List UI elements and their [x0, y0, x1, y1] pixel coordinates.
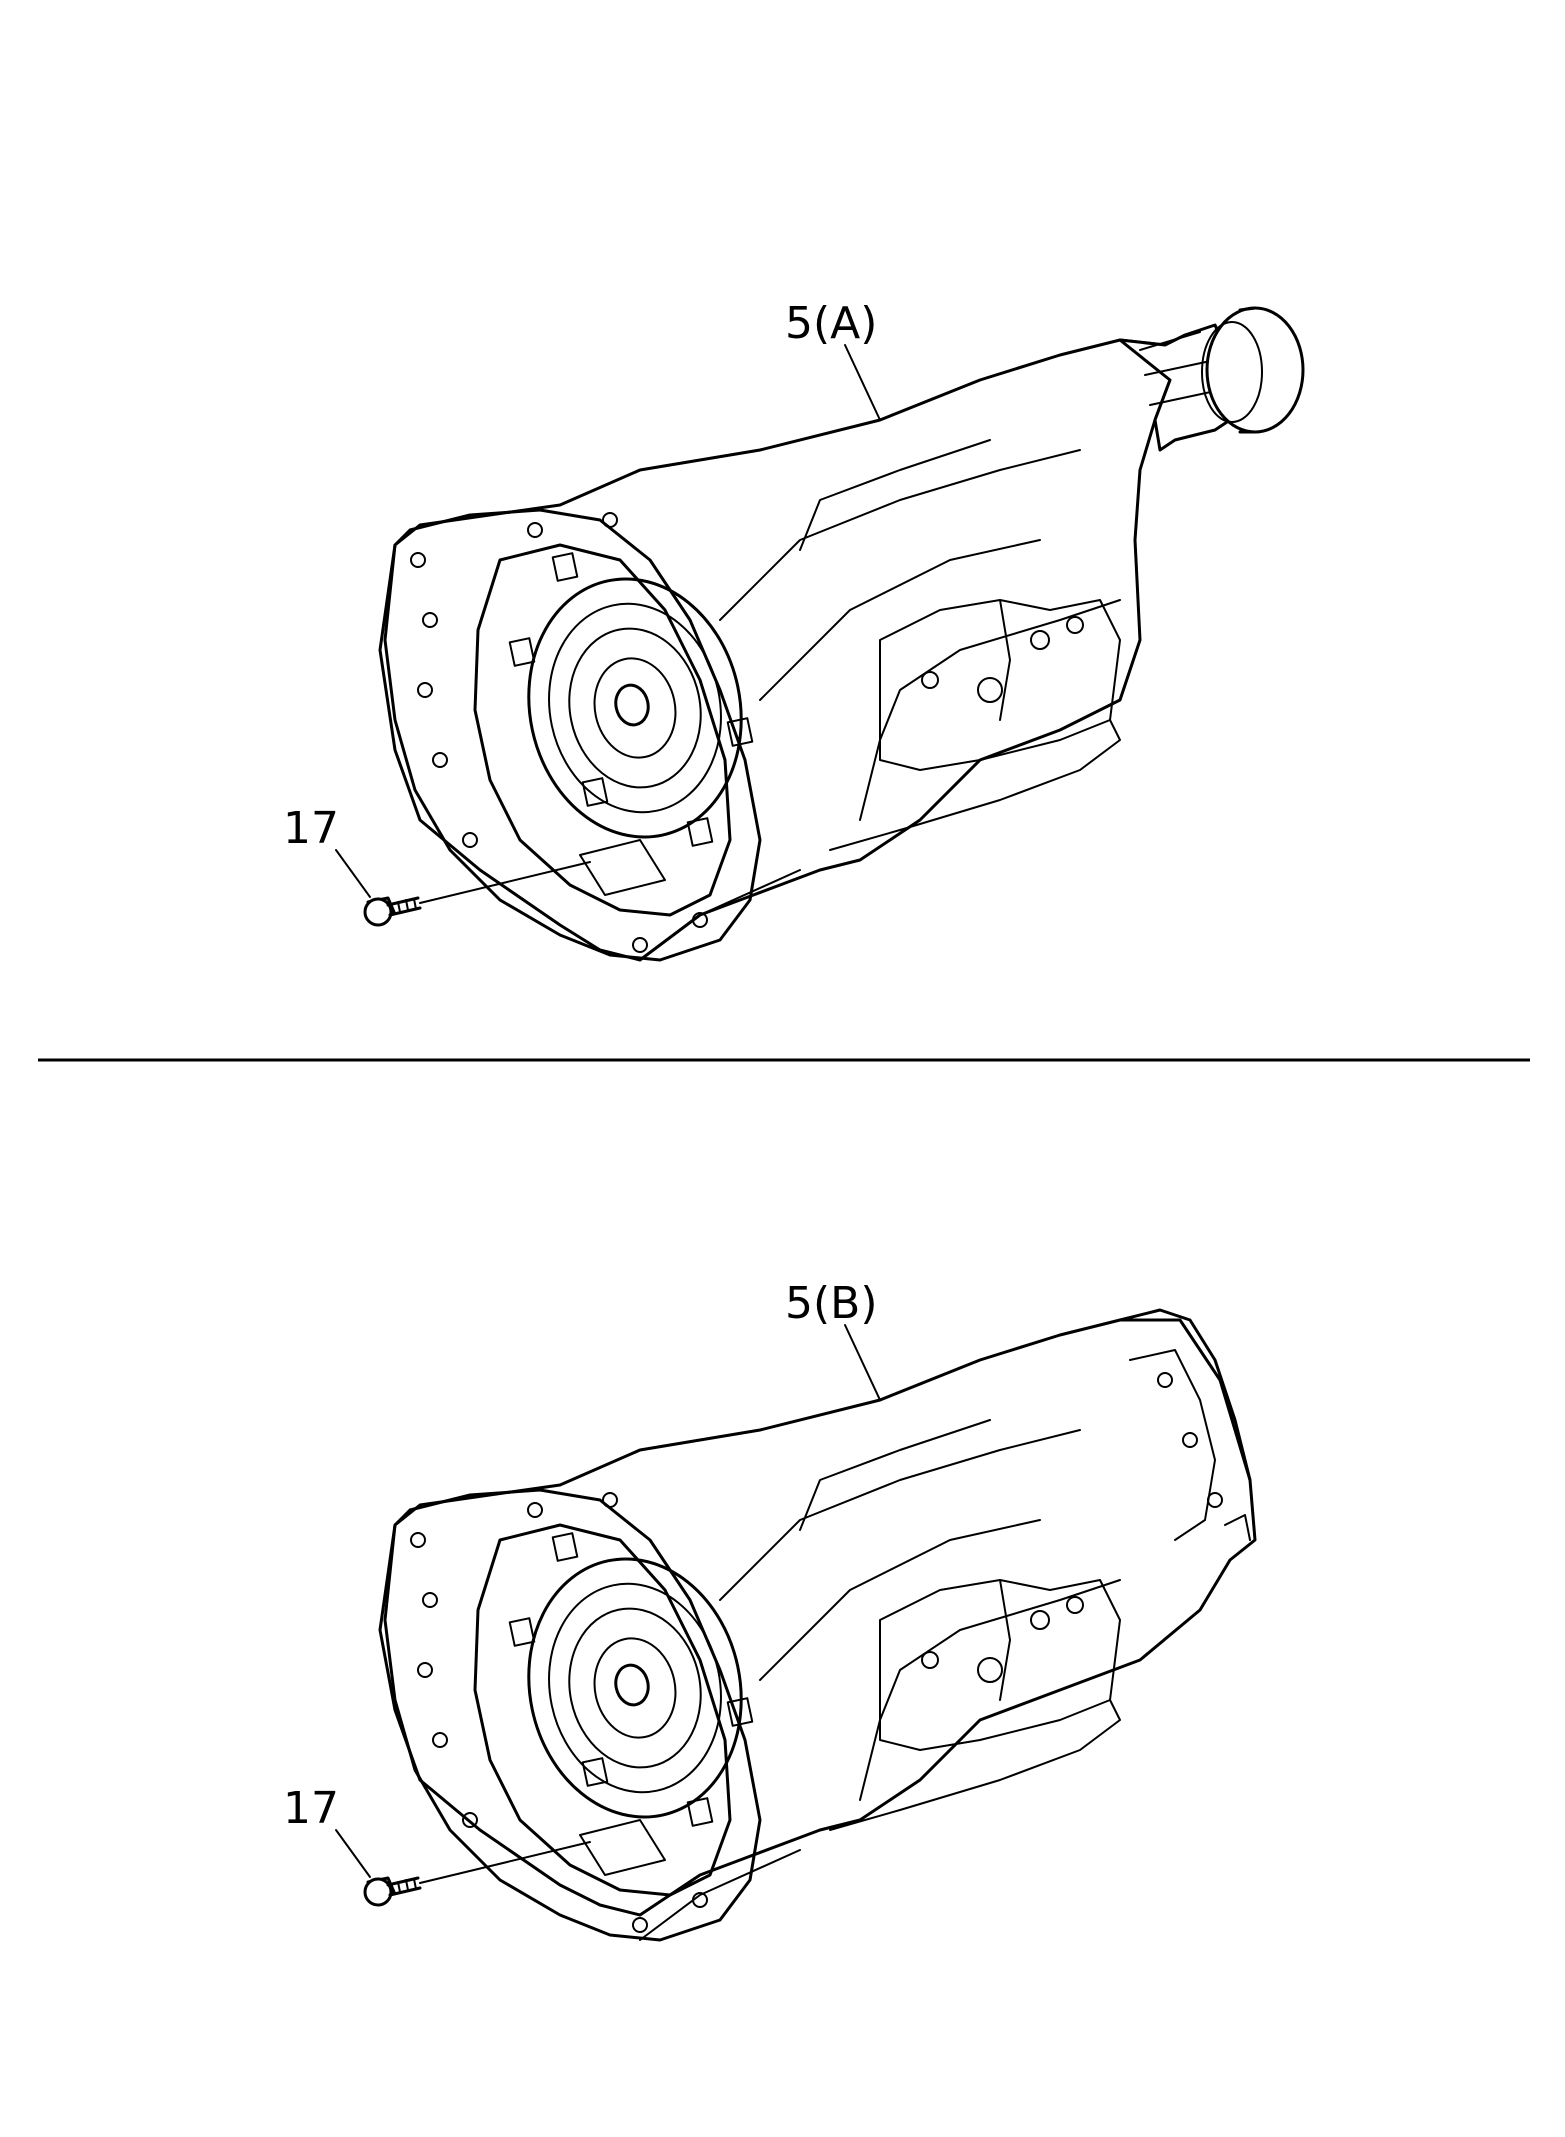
leader-bolt-17-bottom-axis [419, 1841, 591, 1884]
bolt-17-bottom[interactable] [363, 1876, 422, 1907]
bolt-17-top[interactable] [363, 896, 422, 927]
leader-callout-17-bottom [335, 1829, 371, 1878]
leader-bolt-17-top-axis [419, 861, 591, 904]
transmission-assembly-a[interactable] [378, 306, 1305, 962]
leader-callout-5a [844, 344, 881, 421]
callout-5b: 5(B) [785, 1278, 878, 1329]
callout-17-bottom: 17 [283, 1783, 339, 1834]
transmission-assembly-b[interactable] [378, 1308, 1257, 1942]
leader-callout-17-top [335, 849, 371, 898]
callout-5a: 5(A) [785, 298, 877, 349]
leader-callout-5b [844, 1324, 881, 1401]
callout-17-top: 17 [283, 803, 339, 854]
